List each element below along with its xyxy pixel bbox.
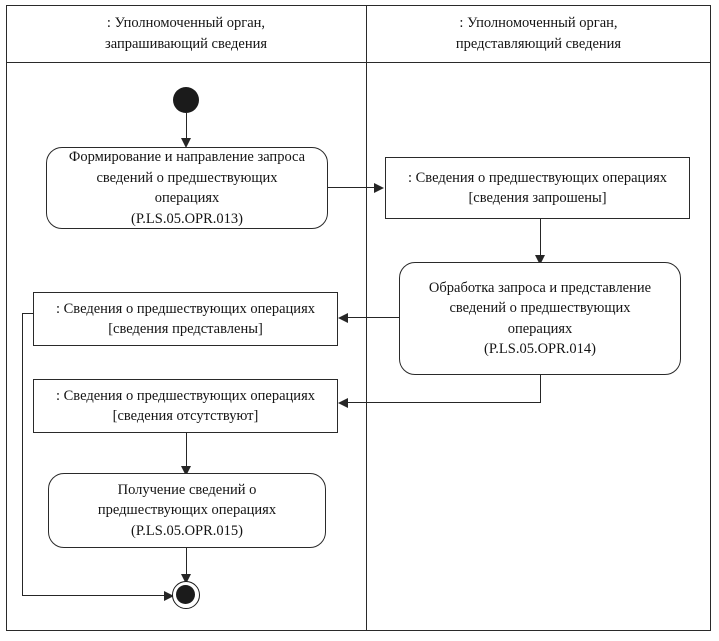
initial-node [173, 87, 199, 113]
connector-start-to-activity013 [185, 113, 187, 140]
swimlane-left-title-line2: запрашивающий сведения [104, 36, 268, 52]
arrowhead-object-absent-to-activity015 [181, 466, 191, 476]
activity-node-opr-013[interactable]: Формирование и направление запроса сведе… [46, 147, 328, 229]
object-node-info-absent[interactable]: : Сведения о предшествующих операциях [с… [33, 379, 338, 433]
activity-014-code: (P.LS.05.OPR.014) [484, 341, 596, 357]
object-node-info-requested[interactable]: : Сведения о предшествующих операциях [с… [385, 157, 690, 219]
connector-object-provided-loop-vertical [22, 313, 24, 596]
activity-014-line3: операциях [507, 320, 573, 337]
connector-object-absent-to-activity015 [185, 433, 187, 470]
swimlane-header-divider [6, 62, 711, 63]
object-requested-line2: [сведения запрошены] [468, 190, 607, 206]
arrowhead-loop-to-end [164, 590, 174, 601]
activity-014-line1: Обработка запроса и представление [428, 279, 652, 296]
activity-013-code: (P.LS.05.OPR.013) [131, 210, 243, 227]
activity-015-code: (P.LS.05.OPR.015) [131, 522, 243, 539]
swimlane-header-right: : Уполномоченный орган, представляющий с… [366, 12, 711, 56]
object-requested-line1: : Сведения о предшествующих операциях [407, 169, 667, 186]
activity-013-line2: сведений о предшествующих [96, 169, 278, 186]
activity-014-line2: сведений о предшествующих [449, 300, 631, 316]
object-absent-line1: : Сведения о предшествующих операциях [55, 387, 315, 404]
connector-object-requested-to-activity014 [539, 219, 541, 262]
arrowhead-object-requested-to-activity014 [535, 255, 545, 265]
activity-013-line1: Формирование и направление запроса [68, 149, 306, 165]
connector-activity014-to-object-absent [348, 402, 540, 404]
swimlane-left-title-line1: : Уполномоченный орган, [106, 15, 266, 31]
object-provided-line1: : Сведения о предшествующих операциях [55, 300, 315, 317]
swimlane-right-title-line1: : Уполномоченный орган, [459, 15, 618, 31]
swimlane-frame [6, 5, 711, 631]
swimlane-header-left: : Уполномоченный орган, запрашивающий св… [6, 12, 366, 56]
object-absent-line2: [сведения отсутствуют] [112, 408, 259, 424]
connector-object-provided-loop-top [22, 313, 34, 315]
object-node-info-provided[interactable]: : Сведения о предшествующих операциях [с… [33, 292, 338, 346]
arrowhead-start-to-activity013 [181, 138, 191, 148]
activity-node-opr-014[interactable]: Обработка запроса и представление сведен… [399, 262, 681, 375]
connector-activity013-to-object-requested [328, 187, 376, 189]
swimlane-right-title-line2: представляющий сведения [455, 36, 622, 52]
connector-object-provided-loop-bottom [22, 595, 167, 597]
connector-activity014-down-to-object-absent [539, 375, 541, 403]
arrowhead-activity014-to-object-absent [338, 397, 348, 408]
connector-activity014-to-object-provided [348, 317, 400, 319]
final-node [172, 581, 200, 609]
activity-node-opr-015[interactable]: Получение сведений о предшествующих опер… [48, 473, 326, 548]
arrowhead-activity015-to-end [181, 574, 191, 584]
connector-activity015-to-end [185, 548, 187, 579]
activity-013-line3: операциях [154, 190, 220, 206]
object-provided-line2: [сведения представлены] [108, 321, 263, 337]
arrowhead-activity014-to-object-provided [338, 312, 348, 323]
arrowhead-activity013-to-object-requested [374, 182, 384, 193]
activity-015-line2: предшествующих операциях [97, 502, 277, 519]
activity-015-line1: Получение сведений о [117, 481, 257, 498]
